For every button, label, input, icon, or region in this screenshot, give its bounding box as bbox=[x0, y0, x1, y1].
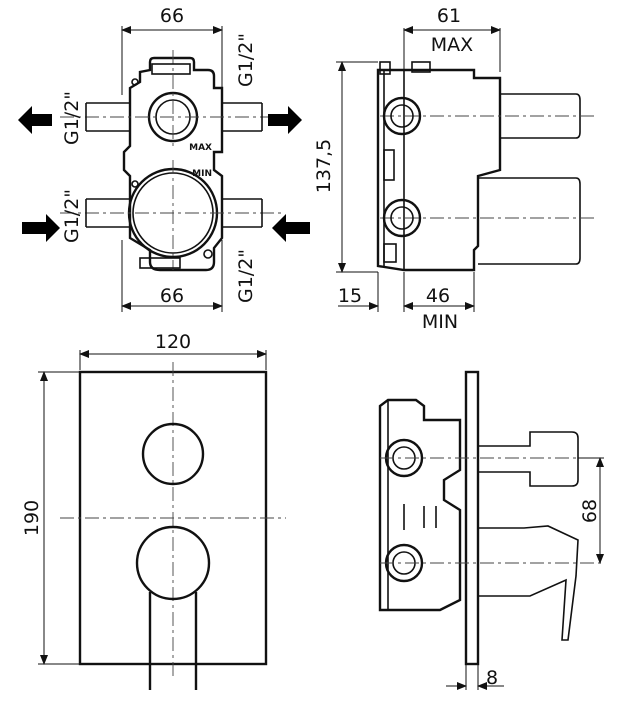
diverter-knob bbox=[141, 422, 205, 486]
lever-handle bbox=[148, 592, 198, 690]
assembled-side-view: 68 8 bbox=[378, 370, 604, 690]
inlet-arrow-right-icon bbox=[272, 214, 310, 242]
dim-depth-max-label: MAX bbox=[431, 34, 473, 56]
side-view-body: 61 MAX 137,5 15 46 MIN bbox=[313, 5, 598, 333]
lever-base bbox=[135, 525, 211, 601]
inlet-arrow-left-icon bbox=[22, 214, 60, 242]
thread-label-bottom-right: G1/2" bbox=[235, 249, 257, 303]
thread-label-top-left: G1/2" bbox=[61, 91, 83, 145]
dim-centers-68: 68 bbox=[579, 499, 601, 523]
dim-height-137-5: 137,5 bbox=[313, 139, 335, 193]
dim-plate-width-120: 120 bbox=[155, 331, 191, 353]
dim-plate-height-190: 190 bbox=[21, 500, 43, 536]
dim-depth-min-label: MIN bbox=[422, 311, 458, 333]
dim-top-66: 66 bbox=[160, 5, 184, 27]
engraved-min: MIN bbox=[192, 169, 212, 179]
thread-label-top-right: G1/2" bbox=[235, 33, 257, 87]
dim-bottom-66: 66 bbox=[160, 285, 184, 307]
outlet-arrow-left-icon bbox=[18, 106, 52, 134]
dim-depth-min: 46 bbox=[426, 285, 450, 307]
front-view-body: 66 66 MAX MIN bbox=[18, 5, 310, 312]
outlet-arrow-right-icon bbox=[268, 106, 302, 134]
front-plate-view: 120 190 bbox=[21, 331, 286, 690]
engraved-max: MAX bbox=[189, 143, 212, 153]
dim-plate-thickness-8: 8 bbox=[486, 667, 498, 689]
thread-label-bottom-left: G1/2" bbox=[61, 189, 83, 243]
dim-offset-15: 15 bbox=[338, 285, 362, 307]
dim-depth-max: 61 bbox=[437, 5, 461, 27]
